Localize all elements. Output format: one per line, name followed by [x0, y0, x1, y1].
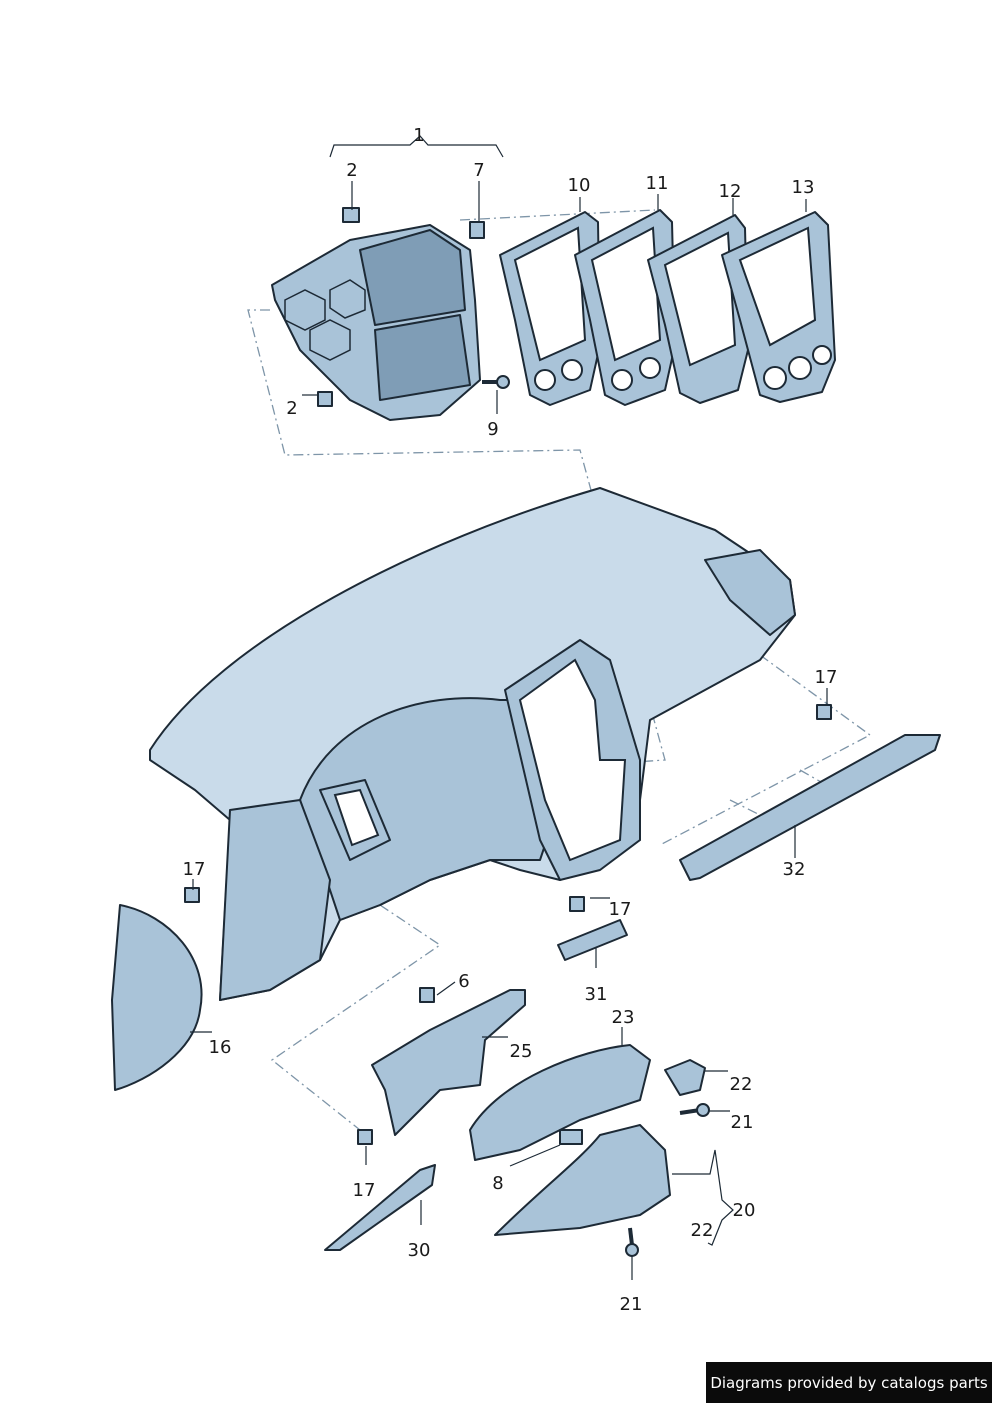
bezels	[499, 209, 836, 406]
trim-strip-32	[679, 734, 941, 881]
callout-31: 31	[584, 984, 608, 1005]
callout-20: 20	[732, 1200, 756, 1221]
callout-2-bottom: 2	[286, 398, 298, 419]
callout-1: 1	[413, 125, 425, 146]
callout-2-top: 2	[346, 160, 358, 181]
dashboard	[149, 487, 796, 1001]
knee-panel-25	[371, 989, 526, 1136]
callout-21-top: 21	[730, 1112, 754, 1133]
bezel-10	[499, 211, 601, 406]
callout-17-left: 17	[182, 859, 206, 880]
trim-31	[557, 919, 628, 961]
leader-lines	[190, 135, 828, 1280]
callout-21-bottom: 21	[619, 1294, 643, 1315]
callout-22-top: 22	[729, 1074, 753, 1095]
callout-13: 13	[791, 177, 815, 198]
callout-12: 12	[718, 181, 742, 202]
switch-housing-22	[664, 1059, 706, 1096]
bezel-13	[721, 211, 836, 403]
callout-11: 11	[645, 173, 669, 194]
steering-column-cover	[469, 1044, 671, 1236]
callout-10: 10	[567, 175, 591, 196]
callout-30: 30	[407, 1240, 431, 1261]
callout-9: 9	[487, 419, 499, 440]
callout-22-bottom: 22	[690, 1220, 714, 1241]
clips	[184, 207, 832, 1145]
callout-17-center: 17	[608, 899, 632, 920]
credit-badge: Diagrams provided by catalogs parts	[706, 1362, 992, 1403]
callout-32: 32	[782, 859, 806, 880]
callout-6: 6	[458, 971, 470, 992]
callout-16: 16	[208, 1037, 232, 1058]
callout-17-right: 17	[814, 667, 838, 688]
callout-8: 8	[492, 1173, 504, 1194]
callout-23: 23	[611, 1007, 635, 1028]
callout-7: 7	[473, 160, 485, 181]
side-cover-16	[111, 904, 203, 1091]
callout-17-bottom: 17	[352, 1180, 376, 1201]
radio-bracket	[271, 224, 481, 421]
lower-trim-30	[324, 1164, 436, 1251]
callout-25: 25	[509, 1041, 533, 1062]
